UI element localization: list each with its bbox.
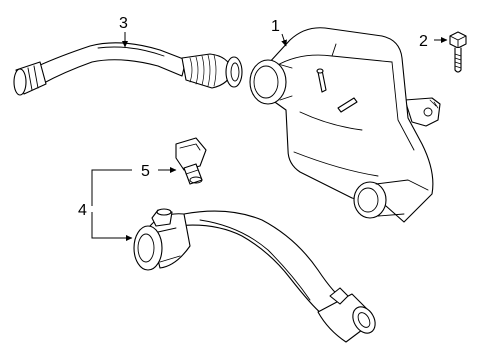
leader-lines: [91, 32, 448, 241]
lower-hose-part: [133, 208, 376, 343]
sensor-part: [175, 137, 207, 185]
callout-4: 4: [78, 202, 87, 219]
upper-hose-part: [13, 42, 243, 96]
bolt-part: [449, 31, 467, 73]
callout-1: 1: [271, 18, 280, 35]
intercooler-part: [249, 27, 441, 223]
callout-2: 2: [419, 33, 428, 50]
callout-3: 3: [119, 15, 128, 32]
callout-5: 5: [141, 163, 150, 180]
